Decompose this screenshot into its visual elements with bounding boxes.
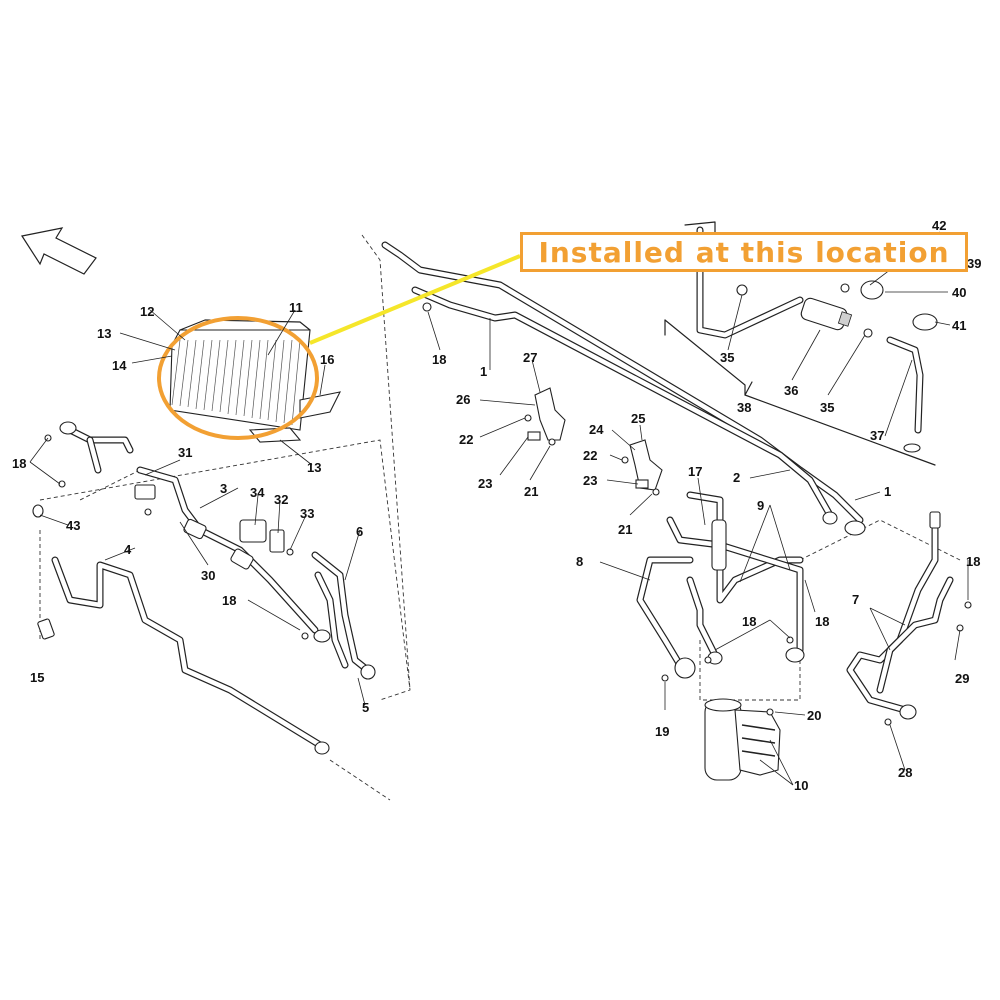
part-label: 11	[289, 300, 303, 315]
part-label: 10	[794, 778, 808, 793]
arrow-up-left-icon	[21, 227, 97, 275]
condenser-highlight-ring	[157, 316, 319, 440]
part-label: 39	[967, 256, 981, 271]
part-label: 35	[820, 400, 834, 415]
part-label: 21	[618, 522, 632, 537]
part-label: 42	[932, 218, 946, 233]
part-label: 19	[655, 724, 669, 739]
part-label: 3	[220, 481, 227, 496]
part-label: 34	[250, 485, 265, 500]
part-label: 16	[320, 352, 334, 367]
installed-location-callout: Installed at this location	[520, 232, 968, 272]
part-label: 25	[631, 411, 645, 426]
part-label: 18	[966, 554, 980, 569]
callout-leader-line	[309, 254, 521, 345]
part-label: 33	[300, 506, 314, 521]
receiver-drier	[661, 636, 794, 781]
part-label: 4	[124, 542, 132, 557]
part-label: 5	[362, 700, 369, 715]
part-label: 22	[459, 432, 473, 447]
part-label: 8	[576, 554, 583, 569]
callout-text: Installed at this location	[538, 235, 950, 269]
condenser-unit	[169, 319, 341, 443]
part-label: 28	[898, 765, 912, 780]
part-label: 41	[952, 318, 966, 333]
part-label: 37	[870, 428, 884, 443]
part-label: 40	[952, 285, 966, 300]
right-pipe-group	[636, 491, 972, 726]
part-label: 30	[201, 568, 215, 583]
part-label: 12	[140, 304, 154, 319]
part-label: 1	[480, 364, 487, 379]
pipe-assembly-1-2	[381, 241, 866, 536]
part-label: 27	[523, 350, 537, 365]
part-label: 1	[884, 484, 891, 499]
part-label: 18	[432, 352, 446, 367]
label-leaders	[29, 231, 969, 786]
part-label: 31	[178, 445, 192, 460]
left-pipe-group	[32, 421, 376, 755]
part-label: 7	[852, 592, 859, 607]
part-label: 29	[955, 671, 969, 686]
part-label: 23	[478, 476, 492, 491]
part-label: 18	[742, 614, 756, 629]
part-label: 18	[815, 614, 829, 629]
part-label: 23	[583, 473, 597, 488]
part-label: 13	[97, 326, 111, 341]
part-label: 35	[720, 350, 734, 365]
part-label: 18	[222, 593, 236, 608]
brackets-25-27	[524, 387, 663, 496]
part-label: 38	[737, 400, 751, 415]
part-label: 17	[688, 464, 702, 479]
part-label: 22	[583, 448, 597, 463]
part-label: 15	[30, 670, 44, 685]
part-label: 21	[524, 484, 538, 499]
part-label: 43	[66, 518, 80, 533]
part-label: 20	[807, 708, 821, 723]
part-label: 36	[784, 383, 798, 398]
part-label: 13	[307, 460, 321, 475]
part-label: 24	[589, 422, 604, 437]
part-label: 18	[12, 456, 26, 471]
part-label: 6	[356, 524, 363, 539]
part-label: 14	[112, 358, 127, 373]
part-number-labels: 1 1 2 3 4 5 6 7 8 9 10 11 12 13 13 14 15…	[12, 218, 981, 793]
part-label: 9	[757, 498, 764, 513]
part-label: 2	[733, 470, 740, 485]
part-label: 32	[274, 492, 288, 507]
part-label: 26	[456, 392, 470, 407]
